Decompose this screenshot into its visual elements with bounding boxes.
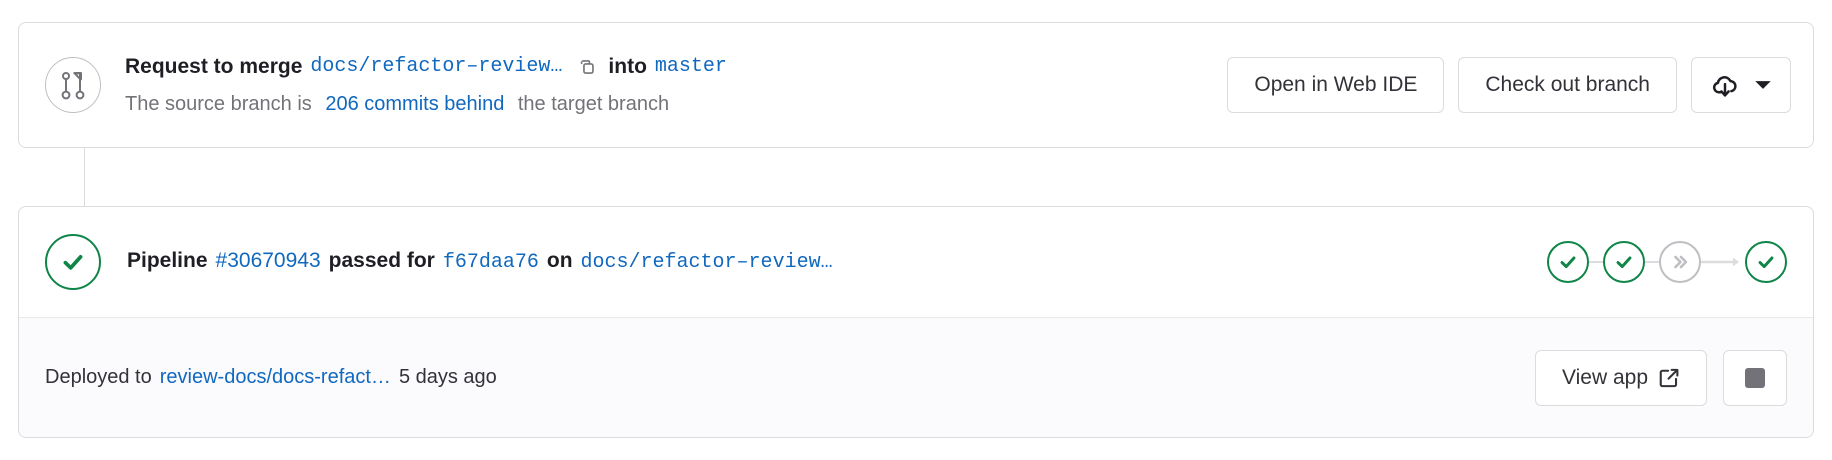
external-link-icon xyxy=(1658,367,1680,389)
chevron-down-icon xyxy=(1754,79,1772,91)
pipeline-stages xyxy=(1547,241,1787,283)
check-out-branch-button[interactable]: Check out branch xyxy=(1458,57,1677,113)
card-connector-line xyxy=(84,148,85,206)
request-to-merge-label: Request to merge xyxy=(125,54,303,78)
pipeline-stage-3[interactable] xyxy=(1659,241,1701,283)
into-label: into xyxy=(608,54,647,78)
merge-request-title-line: Request to merge docs/refactor–review… i… xyxy=(125,52,1227,82)
pipeline-stage-4[interactable] xyxy=(1745,241,1787,283)
double-chevron-right-icon xyxy=(1674,255,1688,269)
cloud-download-icon xyxy=(1710,72,1740,98)
pipeline-stage-2[interactable] xyxy=(1603,241,1645,283)
stage-divider xyxy=(1645,261,1659,263)
commit-sha-link[interactable]: f67daa76 xyxy=(442,251,539,274)
download-dropdown-button[interactable] xyxy=(1691,57,1791,113)
subtitle-suffix: the target branch xyxy=(517,92,670,115)
target-branch-link[interactable]: master xyxy=(654,54,727,78)
pipeline-state-label: passed for xyxy=(328,249,435,272)
pipeline-branch-link[interactable]: docs/refactor–review… xyxy=(580,251,833,274)
deployed-to-label: Deployed to xyxy=(45,366,152,388)
stage-arrow-icon xyxy=(1701,256,1745,268)
merge-request-subtitle: The source branch is 206 commits behind … xyxy=(125,89,1227,119)
environment-link[interactable]: review-docs/docs-refact… xyxy=(159,366,391,388)
view-app-button[interactable]: View app xyxy=(1534,349,1707,406)
pipeline-label: Pipeline xyxy=(127,249,208,272)
subtitle-prefix: The source branch is xyxy=(125,92,312,115)
pipeline-id-link[interactable]: #30670943 xyxy=(215,249,321,272)
view-app-label: View app xyxy=(1561,365,1648,389)
copy-icon[interactable] xyxy=(572,52,602,82)
deployment-row: Deployed to review-docs/docs-refact… 5 day… xyxy=(19,317,1813,437)
commits-behind-link[interactable]: 206 commits behind xyxy=(325,92,505,115)
deployment-actions: View app xyxy=(1534,349,1787,406)
merge-request-icon xyxy=(45,57,101,113)
merge-request-card: Request to merge docs/refactor–review… i… xyxy=(18,22,1814,148)
deployment-time: 5 days ago xyxy=(398,366,497,388)
pipeline-stage-1[interactable] xyxy=(1547,241,1589,283)
merge-request-actions: Open in Web IDE Check out branch xyxy=(1227,57,1791,113)
stop-environment-button[interactable] xyxy=(1723,349,1787,406)
stop-icon xyxy=(1745,367,1765,388)
pipeline-on-label: on xyxy=(546,249,573,272)
merge-request-text-block: Request to merge docs/refactor–review… i… xyxy=(125,52,1227,119)
source-branch-link[interactable]: docs/refactor–review… xyxy=(310,54,563,78)
deployment-summary: Deployed to review-docs/docs-refact… 5 day… xyxy=(45,366,1535,389)
stage-divider xyxy=(1589,261,1603,263)
open-in-web-ide-button[interactable]: Open in Web IDE xyxy=(1227,57,1445,113)
check-circle-icon xyxy=(45,234,101,290)
